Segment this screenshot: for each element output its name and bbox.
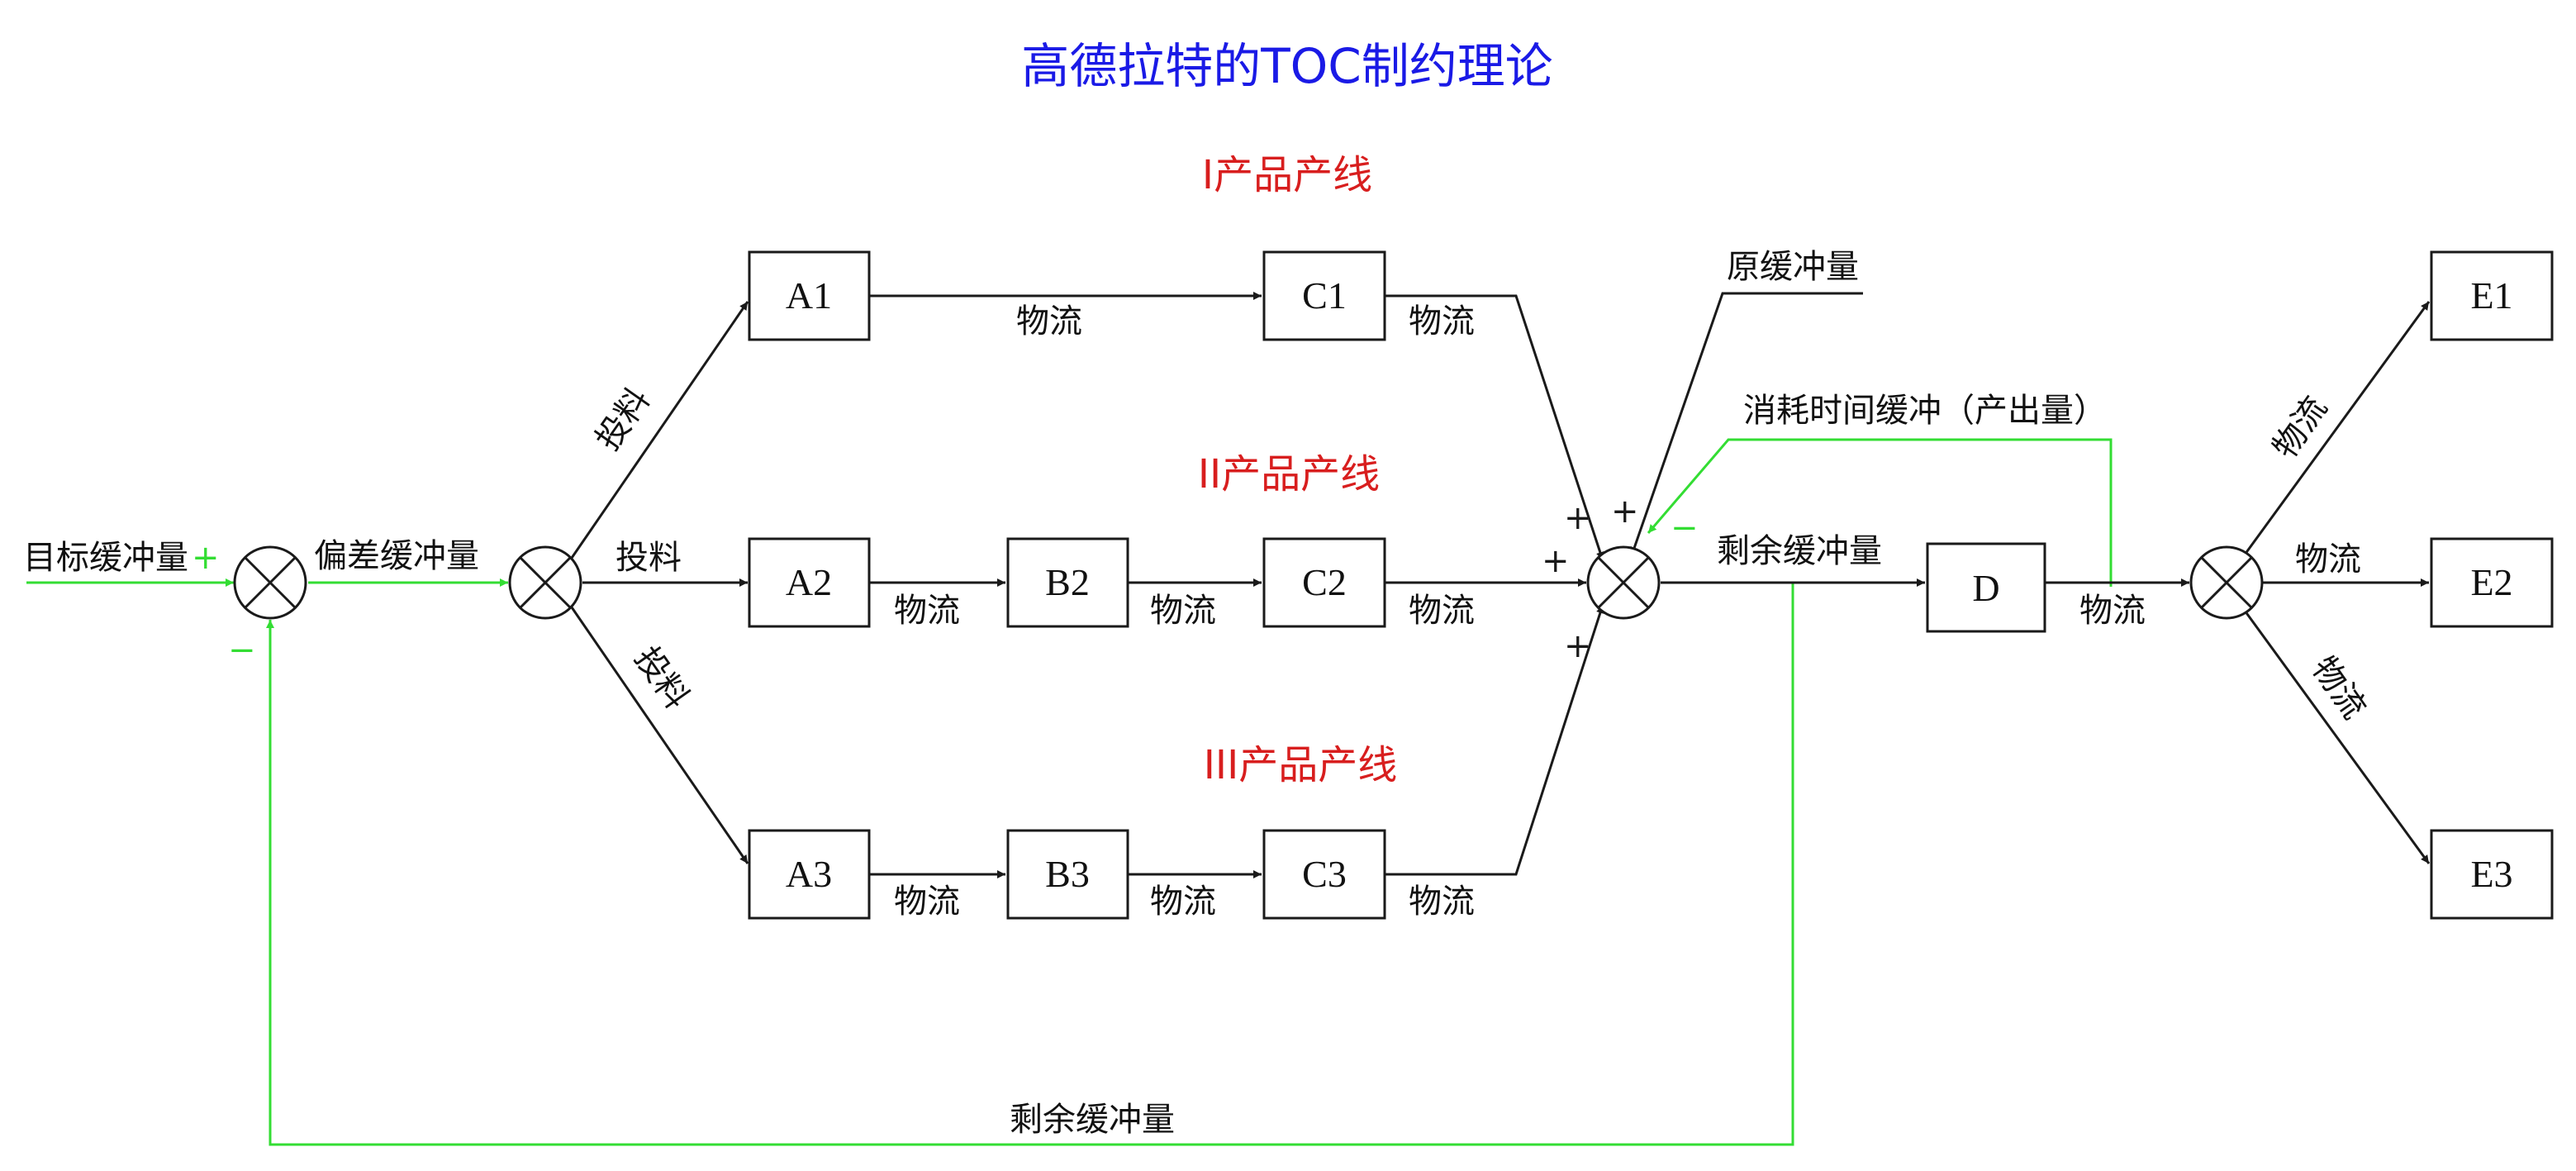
flow-label-c1-out: 物流 <box>1409 302 1475 340</box>
block-c1: C1 <box>1262 250 1386 341</box>
flow-label-a2-b2: 物流 <box>894 592 960 630</box>
original-buffer-line <box>1630 292 1863 556</box>
block-d: D <box>1926 542 2046 633</box>
consume-time-buffer-label: 消耗时间缓冲（产出量） <box>1743 392 2107 430</box>
plus-sign-original: + <box>1611 493 1639 531</box>
minus-sign-consume: − <box>1671 509 1699 547</box>
flow-label-c3-out: 物流 <box>1409 883 1475 921</box>
block-a3: A3 <box>748 829 871 920</box>
flow-label-d-out: 物流 <box>2079 592 2146 630</box>
sum-junction-deviation <box>233 545 307 620</box>
line1-label: I产品产线 <box>1202 152 1372 198</box>
diagram-title: 高德拉特的TOC制约理论 <box>1021 38 1553 94</box>
split-junction-feed <box>508 545 582 620</box>
flow-line-e1 <box>2239 301 2431 561</box>
block-e3-label: E3 <box>2470 853 2512 895</box>
sum-junction-merge <box>1586 545 1661 620</box>
block-a1-label: A1 <box>786 274 832 317</box>
block-c3: C3 <box>1262 829 1386 920</box>
plus-sign-c3: + <box>1564 627 1592 665</box>
feed-line-a1 <box>568 301 749 561</box>
block-a3-label: A3 <box>786 853 832 895</box>
block-a2-label: A2 <box>786 561 832 603</box>
deviation-buffer-label: 偏差缓冲量 <box>314 537 479 575</box>
flow-line-e3 <box>2239 604 2431 864</box>
block-b2: B2 <box>1006 537 1129 628</box>
flow-label-c2-out: 物流 <box>1409 592 1475 630</box>
feed-line-a3 <box>568 604 749 864</box>
remaining-buffer-feedback-label: 剩余缓冲量 <box>1010 1101 1175 1139</box>
block-e2-label: E2 <box>2470 561 2512 603</box>
remaining-buffer-label: 剩余缓冲量 <box>1717 532 1882 570</box>
block-d-label: D <box>1972 567 1999 609</box>
flow-label-e3: 物流 <box>2304 650 2374 726</box>
plus-sign-c1: + <box>1564 499 1592 537</box>
feed-label-a2: 投料 <box>615 539 682 577</box>
block-a1: A1 <box>748 250 871 341</box>
consume-feedback-line <box>1647 438 2113 587</box>
flow-line-c3-merge <box>1385 604 1604 876</box>
flow-label-e1: 物流 <box>2266 390 2336 466</box>
block-c1-label: C1 <box>1302 274 1347 317</box>
block-c2-label: C2 <box>1302 561 1347 603</box>
block-b3: B3 <box>1006 829 1129 920</box>
flow-label-b2-c2: 物流 <box>1150 592 1216 630</box>
line3-label: III产品产线 <box>1204 742 1397 788</box>
block-e2: E2 <box>2430 537 2554 628</box>
block-b3-label: B3 <box>1045 853 1090 895</box>
block-e3: E3 <box>2430 829 2554 920</box>
remaining-feedback-line <box>266 583 1794 1146</box>
plus-sign-c2: + <box>1542 542 1570 580</box>
original-buffer-label: 原缓冲量 <box>1727 248 1859 286</box>
flow-label-e2: 物流 <box>2295 540 2361 578</box>
target-buffer-label: 目标缓冲量 <box>23 539 188 577</box>
flow-label-a3-b3: 物流 <box>894 883 960 921</box>
line2-label: II产品产线 <box>1198 451 1380 497</box>
block-e1-label: E1 <box>2470 274 2512 317</box>
flow-label-a1-c1: 物流 <box>1016 302 1082 340</box>
block-a2: A2 <box>748 537 871 628</box>
block-c2: C2 <box>1262 537 1386 628</box>
block-b2-label: B2 <box>1045 561 1090 603</box>
split-junction-output <box>2189 545 2264 620</box>
block-e1: E1 <box>2430 250 2554 341</box>
minus-sign-feedback: − <box>228 631 256 669</box>
plus-sign-target: + <box>192 539 220 577</box>
flow-line-c1-merge <box>1385 294 1604 561</box>
block-c3-label: C3 <box>1302 853 1347 895</box>
flow-label-b3-c3: 物流 <box>1150 883 1216 921</box>
